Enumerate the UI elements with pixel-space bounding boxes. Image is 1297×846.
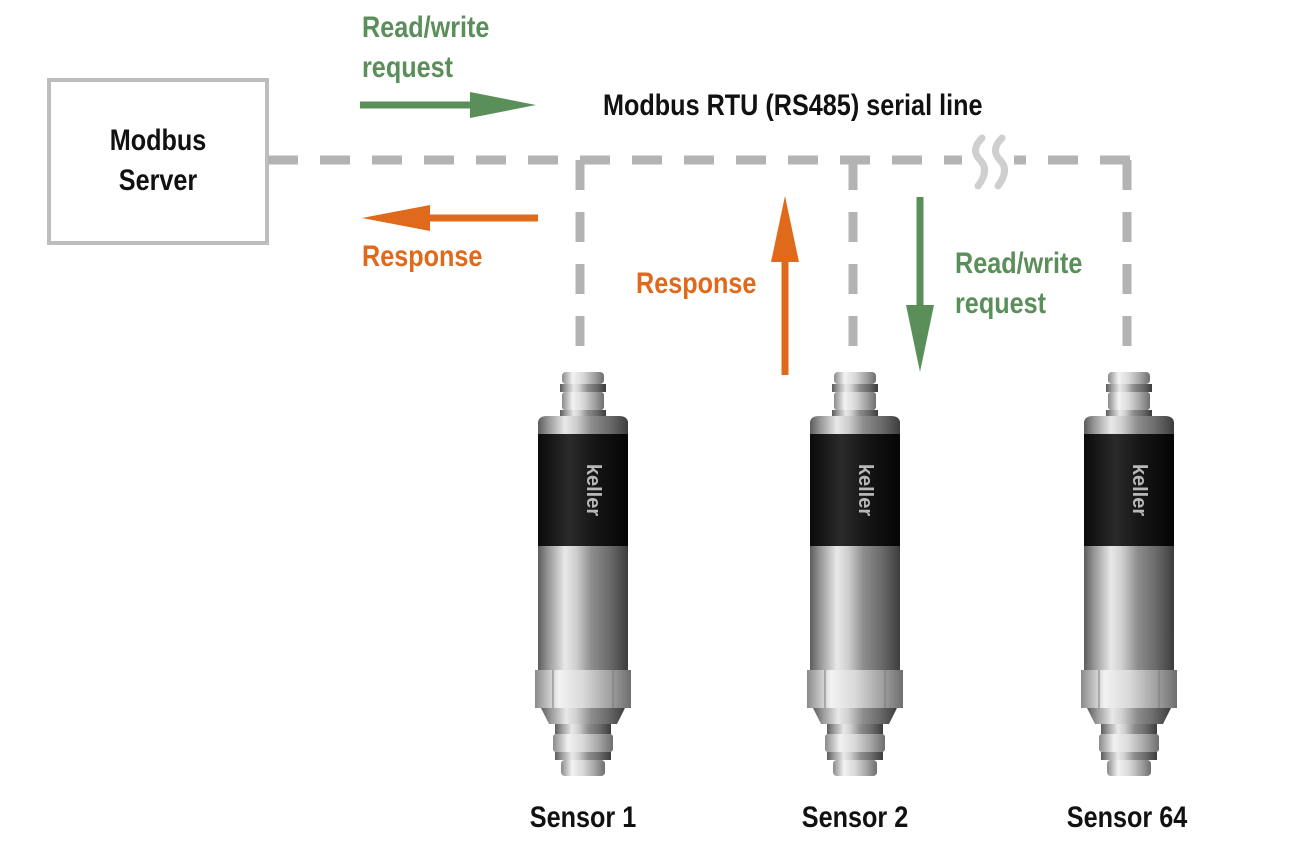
modbus-server-box: [47, 78, 269, 245]
sensor-response-label: Response: [636, 267, 757, 300]
sensor-brand-logo: keller: [1128, 464, 1150, 516]
sensor-request-line2: request: [955, 287, 1047, 320]
server-request-line2: request: [362, 51, 454, 84]
request-arrow-right: [360, 92, 536, 118]
line-break-icon: [962, 134, 1014, 190]
sensor-request-label: Read/write request: [955, 244, 1082, 324]
response-arrow-up: [771, 196, 799, 375]
response-arrow-left: [362, 205, 538, 231]
modbus-server-label: Modbus Server: [66, 121, 249, 201]
pressure-sensor-icon: keller: [1080, 371, 1178, 777]
sensor-1-label: Sensor 1: [529, 801, 637, 834]
sensor-brand-logo: keller: [582, 464, 604, 516]
request-arrow-down: [906, 197, 934, 372]
server-request-label: Read/write request: [362, 8, 489, 88]
server-response-label: Response: [362, 240, 483, 273]
server-request-line1: Read/write: [362, 11, 490, 44]
pressure-sensor-icon: keller: [534, 371, 632, 777]
server-label-line1: Modbus: [109, 124, 207, 157]
sensor-request-line1: Read/write: [955, 247, 1083, 280]
serial-bus-line: [268, 155, 1132, 355]
sensor-2-label: Sensor 2: [801, 801, 909, 834]
sensor-64-label: Sensor 64: [1066, 801, 1188, 834]
sensor-brand-logo: keller: [854, 464, 876, 516]
serial-line-label: Modbus RTU (RS485) serial line: [603, 89, 983, 122]
pressure-sensor-icon: keller: [806, 371, 904, 777]
server-label-line2: Server: [118, 164, 198, 197]
